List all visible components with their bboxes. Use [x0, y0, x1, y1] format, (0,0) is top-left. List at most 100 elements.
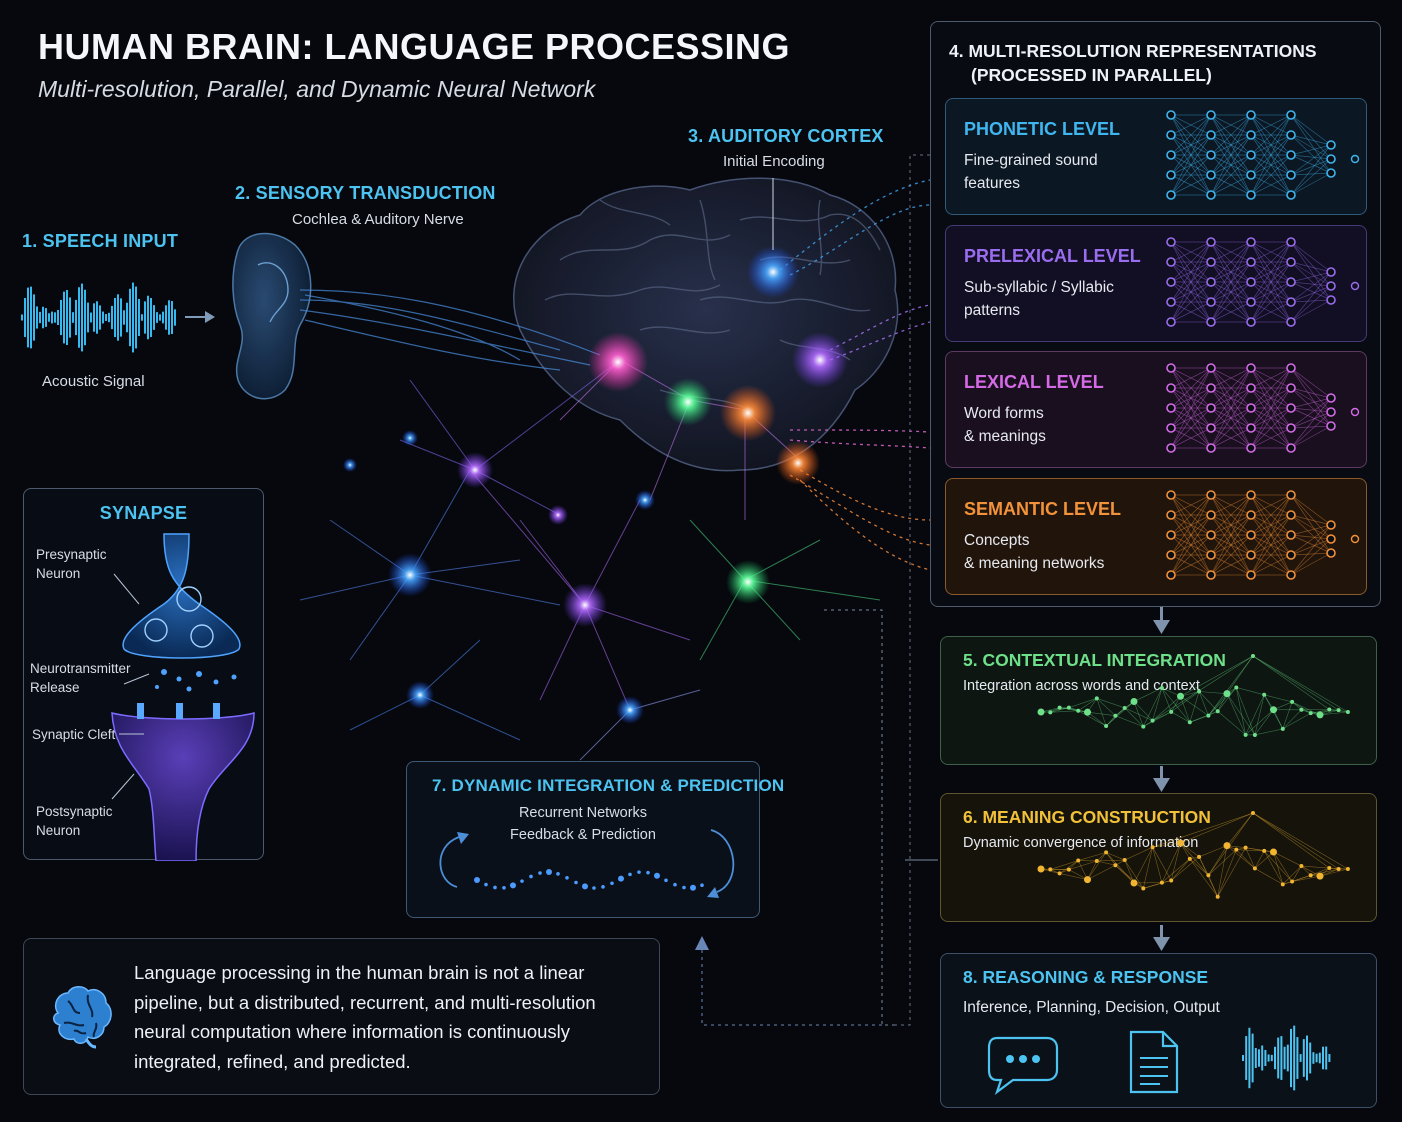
network-node [1084, 708, 1091, 716]
network-node [1094, 858, 1099, 863]
network-node [1104, 724, 1109, 729]
network-node [1206, 490, 1216, 500]
network-node [1246, 490, 1256, 500]
network-node [1246, 530, 1256, 540]
level-desc-line1: Concepts [964, 532, 1030, 549]
reasoning-response-panel: 8. REASONING & RESPONSE Inference, Plann… [940, 953, 1377, 1108]
network-node [1206, 277, 1216, 287]
network-node [1187, 856, 1192, 861]
network-node [1308, 873, 1313, 878]
network-node [700, 883, 704, 888]
network-node [1286, 383, 1296, 393]
network-node [1223, 690, 1231, 698]
network-node [1166, 237, 1176, 247]
network-node [1243, 845, 1248, 850]
step-auditory-sub: Initial Encoding [723, 153, 825, 170]
network-node [1286, 423, 1296, 433]
network-node [610, 881, 614, 886]
network-node [1246, 443, 1256, 453]
synapse-presynaptic-line2: Neuron [36, 566, 81, 581]
synapse-cleft-label: Synaptic Cleft [32, 727, 116, 742]
network-node [654, 872, 660, 879]
network-node [1246, 317, 1256, 327]
reasoning-title: 8. REASONING & RESPONSE [963, 967, 1209, 987]
network-node [1326, 140, 1336, 150]
network-node [1076, 708, 1081, 713]
network-node [1048, 710, 1053, 715]
network-node [1150, 845, 1155, 850]
meaning-construction-panel: 6. MEANING CONSTRUCTION Dynamic converge… [940, 793, 1377, 922]
network-node [664, 878, 668, 883]
network-node [1270, 706, 1277, 714]
page-title: HUMAN BRAIN: LANGUAGE PROCESSING [38, 26, 791, 67]
network-node [1141, 886, 1146, 891]
synapse-panel: SYNAPSE Presynaptic [23, 488, 264, 861]
network-node [1206, 317, 1216, 327]
network-node [637, 870, 641, 874]
network-node [1130, 697, 1138, 705]
dynamic-line2: Feedback & Prediction [510, 827, 656, 843]
network-node [1326, 520, 1336, 530]
network-node [1066, 867, 1071, 872]
page-subtitle: Multi-resolution, Parallel, and Dynamic … [38, 76, 596, 102]
network-node [628, 872, 632, 877]
network-node [1286, 550, 1296, 560]
network-node [1286, 130, 1296, 140]
network-node [1169, 878, 1174, 883]
step-speech-input-caption: Acoustic Signal [42, 373, 145, 390]
network-node [1246, 150, 1256, 160]
network-node [1262, 692, 1267, 697]
recurrent-loop-graphic [439, 829, 735, 898]
network-node [1094, 696, 1099, 701]
sound-wave-icon [1242, 1025, 1331, 1091]
network-node [1166, 317, 1176, 327]
network-node [1206, 423, 1216, 433]
level-desc-line1: Fine-grained sound [964, 152, 1098, 169]
network-node [1206, 570, 1216, 580]
level-desc-line2: & meanings [964, 428, 1046, 445]
network-node [1286, 190, 1296, 200]
network-node [1246, 110, 1256, 120]
network-node [1113, 713, 1118, 718]
network-node [1246, 257, 1256, 267]
level-network-graphic [1166, 490, 1360, 580]
network-node [1177, 839, 1184, 847]
network-node [1159, 685, 1164, 690]
network-node [1246, 277, 1256, 287]
contextual-title: 5. CONTEXTUAL INTEGRATION [963, 650, 1226, 670]
network-node [1326, 548, 1336, 558]
step-sensory-sub: Cochlea & Auditory Nerve [292, 211, 464, 228]
network-node [1286, 570, 1296, 580]
network-node [1246, 550, 1256, 560]
network-node [1166, 110, 1176, 120]
network-node [1206, 110, 1216, 120]
level-desc-line2: features [964, 175, 1021, 192]
network-node [1326, 295, 1336, 305]
level-network-graphic [1166, 237, 1360, 327]
network-node [1246, 363, 1256, 373]
brain-icon [53, 986, 112, 1049]
network-node [1159, 880, 1164, 885]
network-node [1187, 720, 1192, 725]
multires-title-line2: (PROCESSED IN PARALLEL) [971, 65, 1212, 85]
network-node [538, 871, 542, 875]
network-node [1246, 510, 1256, 520]
network-node [1327, 866, 1332, 871]
network-node [1206, 530, 1216, 540]
summary-line-3: neural computation where information is … [134, 1021, 571, 1042]
network-node [1286, 110, 1296, 120]
level-desc-line2: & meaning networks [964, 555, 1105, 572]
network-node [1130, 879, 1138, 887]
chat-bubble-icon [987, 1036, 1059, 1095]
network-node [556, 872, 560, 876]
network-node [1326, 154, 1336, 164]
network-node [1177, 692, 1184, 700]
network-node [1197, 854, 1202, 859]
network-node [1243, 732, 1248, 737]
level-title: SEMANTIC LEVEL [964, 499, 1122, 519]
network-node [1206, 550, 1216, 560]
network-node [502, 885, 506, 890]
network-node [1246, 190, 1256, 200]
